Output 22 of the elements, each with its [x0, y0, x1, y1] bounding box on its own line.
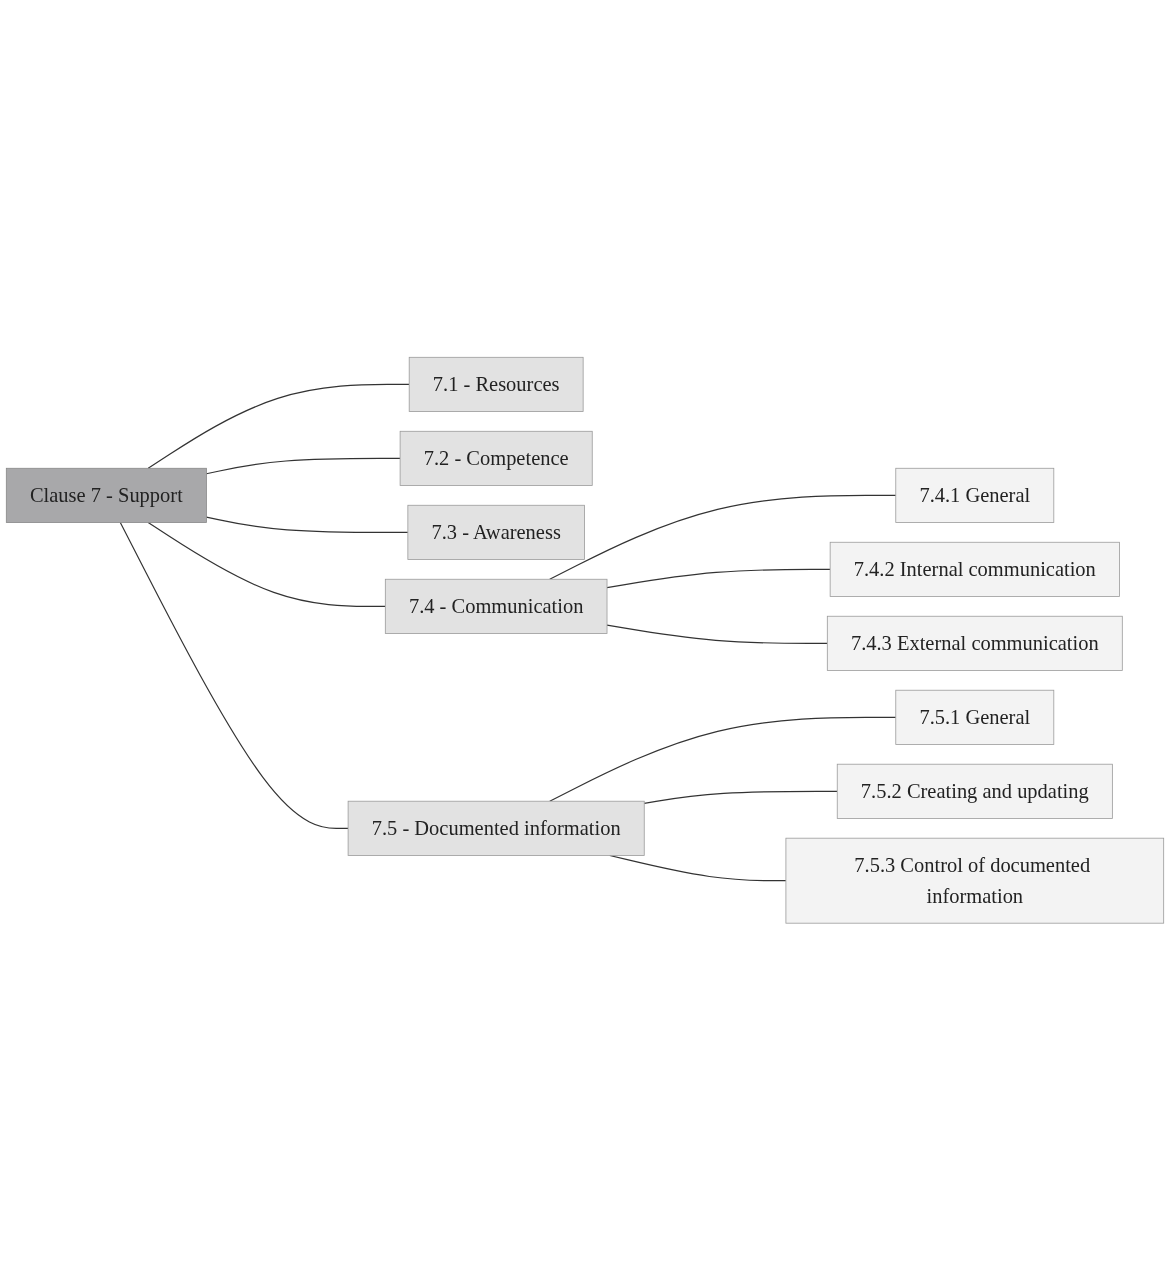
node-box: 7.1 - Resources — [408, 357, 584, 413]
connector — [549, 495, 897, 581]
node-box: 7.5 - Documented information — [347, 801, 645, 857]
connector — [606, 569, 831, 589]
connector — [147, 384, 410, 470]
node-box: 7.3 - Awareness — [407, 505, 585, 561]
connector — [147, 522, 386, 608]
node-box: Clause 7 - Support — [5, 468, 207, 524]
node-box: 7.5.1 General — [895, 690, 1055, 746]
node-box: 7.4.3 External communication — [826, 616, 1123, 672]
node-box: 7.2 - Competence — [399, 431, 593, 487]
node-box: 7.5.3 Control of documented information — [785, 838, 1165, 924]
connector — [205, 516, 409, 534]
connector — [643, 791, 838, 805]
connector — [119, 522, 349, 830]
connector — [606, 624, 828, 645]
node-box: 7.4.2 Internal communication — [829, 542, 1120, 598]
node-box: 7.5.2 Creating and updating — [836, 764, 1113, 820]
node-box: 7.4 - Communication — [384, 579, 608, 635]
connector — [205, 458, 401, 475]
node-box: 7.4.1 General — [895, 468, 1055, 524]
connector — [549, 717, 897, 803]
